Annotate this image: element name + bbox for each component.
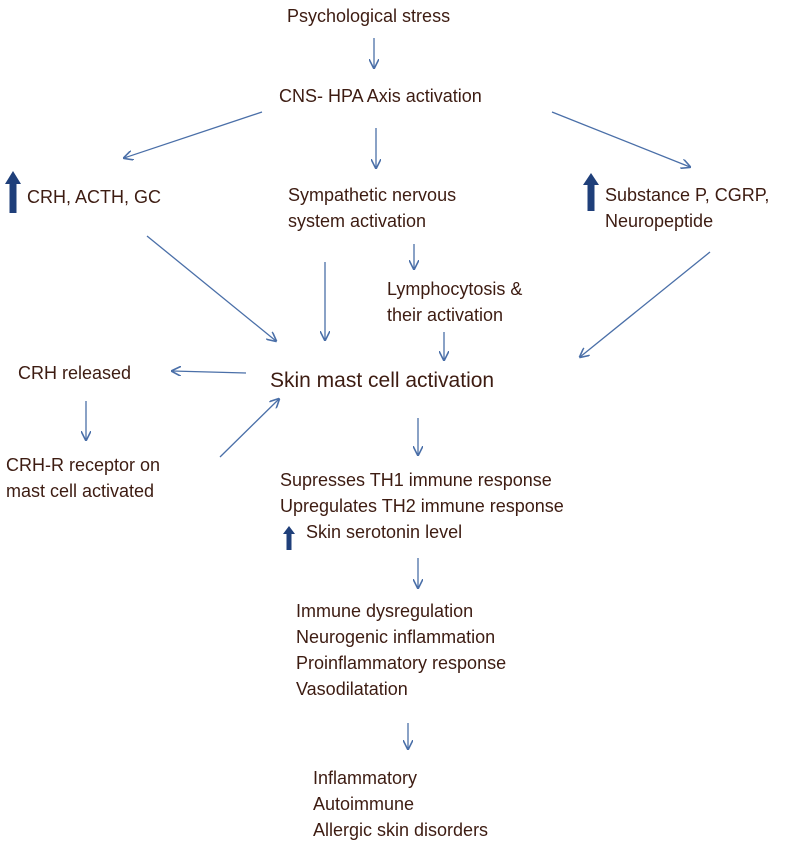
node-crh-r-receptor: CRH-R receptor on mast cell activated xyxy=(6,452,160,504)
node-label-line: Substance P, CGRP, xyxy=(605,185,770,205)
node-crh-acth-gc: CRH, ACTH, GC xyxy=(27,184,161,210)
node-label-line: system activation xyxy=(288,211,427,231)
node-disorders: Inflammatory Autoimmune Allergic skin di… xyxy=(313,765,488,843)
arrow-crh-to-mast xyxy=(146,235,276,341)
node-lymphocytosis: Lymphocytosis & their activation xyxy=(387,276,522,328)
arrow-substance-to-mast xyxy=(580,251,711,357)
node-label-line: Skin serotonin level xyxy=(306,522,463,542)
node-label-line: Upregulates TH2 immune response xyxy=(280,496,564,516)
node-psychological-stress: Psychological stress xyxy=(287,3,450,29)
node-sympathetic: Sympathetic nervous system activation xyxy=(288,182,456,234)
node-label-line: Autoimmune xyxy=(313,794,415,814)
node-label-line: Neuropeptide xyxy=(605,211,714,231)
up-arrow-icon xyxy=(283,526,295,550)
node-label-line: Vasodilatation xyxy=(296,679,408,699)
node-label-line: Supresses TH1 immune response xyxy=(280,470,552,490)
node-cns-hpa: CNS- HPA Axis activation xyxy=(279,83,482,109)
node-label-line: Sympathetic nervous xyxy=(288,185,457,205)
node-label-line: Immune dysregulation xyxy=(296,601,474,621)
up-arrow-icon xyxy=(583,173,599,211)
node-label-line: Inflammatory xyxy=(313,768,418,788)
node-label: Psychological stress xyxy=(287,6,451,26)
node-substance-p: Substance P, CGRP, Neuropeptide xyxy=(605,182,769,234)
arrow-cns-to-substance xyxy=(551,111,690,167)
arrow-receptor-to-mast xyxy=(219,399,279,458)
node-dysregulation: Immune dysregulation Neurogenic inflamma… xyxy=(296,598,506,702)
arrow-cns-to-crh xyxy=(124,111,263,158)
node-label-line: mast cell activated xyxy=(6,481,155,501)
node-th-effects: Supresses TH1 immune response Upregulate… xyxy=(280,467,564,545)
node-label-line: Neurogenic inflammation xyxy=(296,627,496,647)
node-label: CRH released xyxy=(18,363,132,383)
node-label-line: their activation xyxy=(387,305,504,325)
node-label: CNS- HPA Axis activation xyxy=(279,86,482,106)
node-label-line: Allergic skin disorders xyxy=(313,820,489,840)
node-label-line: Lymphocytosis & xyxy=(387,279,523,299)
node-crh-released: CRH released xyxy=(18,360,131,386)
node-label-line: Proinflammatory response xyxy=(296,653,507,673)
node-label: CRH, ACTH, GC xyxy=(27,187,162,207)
node-skin-mast-cell: Skin mast cell activation xyxy=(270,367,494,395)
node-label: Skin mast cell activation xyxy=(270,369,495,392)
up-arrow-icon xyxy=(5,171,21,213)
arrow-mast-to-crh-released xyxy=(172,371,247,373)
node-label-line: CRH-R receptor on xyxy=(6,455,161,475)
